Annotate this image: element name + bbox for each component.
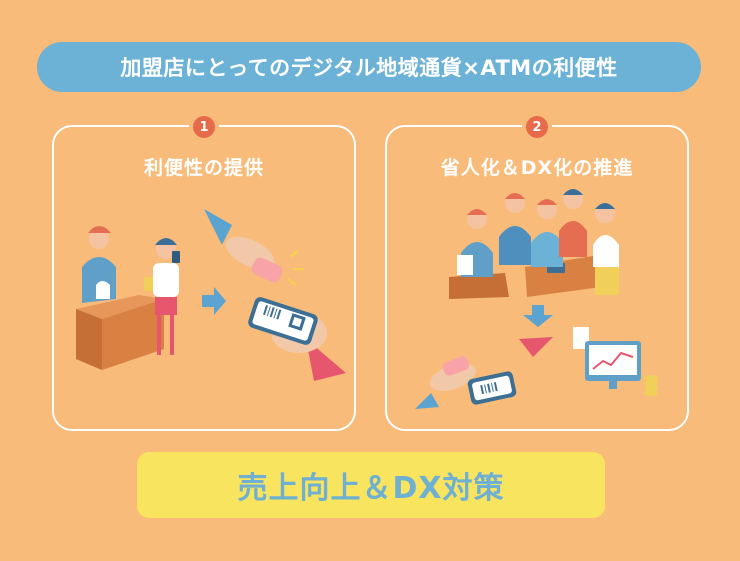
panel-heading-1: 利便性の提供 [143,157,264,179]
panel-labor-saving-dx: 2 省人化＆DX化の推進 [385,115,689,431]
customer-leg-right [170,315,174,355]
customer-shirt [153,263,179,297]
customer-phone [172,251,180,263]
number-1: 1 [193,116,215,138]
counter-front [76,309,102,370]
qr-code-icon [288,313,306,331]
barcode-icon-2 [480,382,498,395]
staff-skirt [595,267,619,295]
result-box: 売上向上＆DX対策 [137,452,605,518]
diagram-title: 加盟店にとってのデジタル地域通貨×ATMの利便性 [120,56,618,80]
arrow-down-icon [523,305,553,327]
busy-staff-and-dx-illustration [415,189,658,409]
coins-icon [644,375,658,396]
clerk-hair [88,226,111,233]
phone-hand-sleeve [306,339,346,381]
customer-hair [155,238,177,245]
shopping-bag [96,281,110,299]
staff-body-3 [531,232,563,267]
title-banner: 加盟店にとってのデジタル地域通貨×ATMの利便性 [37,42,701,92]
monitor-screen [589,345,637,375]
customer-pants [155,297,177,315]
store-checkout-illustration [76,209,346,381]
counter-side [102,299,164,370]
scanner-hand-sleeve [204,209,232,245]
scanner-sleeve-2 [519,337,553,357]
panel-convenience: 1 利便性の提供 [52,115,356,431]
number-2: 2 [526,116,548,138]
smartphone-screen [252,301,314,341]
customer-leg-left [157,315,161,355]
barcode-scanner [251,257,283,283]
clerk-head [89,229,109,249]
staff-body-5 [593,235,619,267]
barcode-scanner-2 [442,356,470,376]
phone-hand-sleeve-2 [415,393,439,409]
document-icon [457,255,473,275]
counter-top [76,295,164,319]
arrow-right-icon [202,287,226,315]
staff-body-4 [559,221,587,257]
result-text: 売上向上＆DX対策 [237,471,505,506]
report-document-icon [573,327,589,349]
number-badge-1: 1 [189,115,219,139]
staff-body-2 [499,226,531,265]
barcode-icon [263,305,282,320]
line-chart-icon [592,351,634,370]
panel-heading-2: 省人化＆DX化の推進 [440,157,634,179]
number-badge-2: 2 [522,115,552,139]
desk-left [449,273,509,299]
